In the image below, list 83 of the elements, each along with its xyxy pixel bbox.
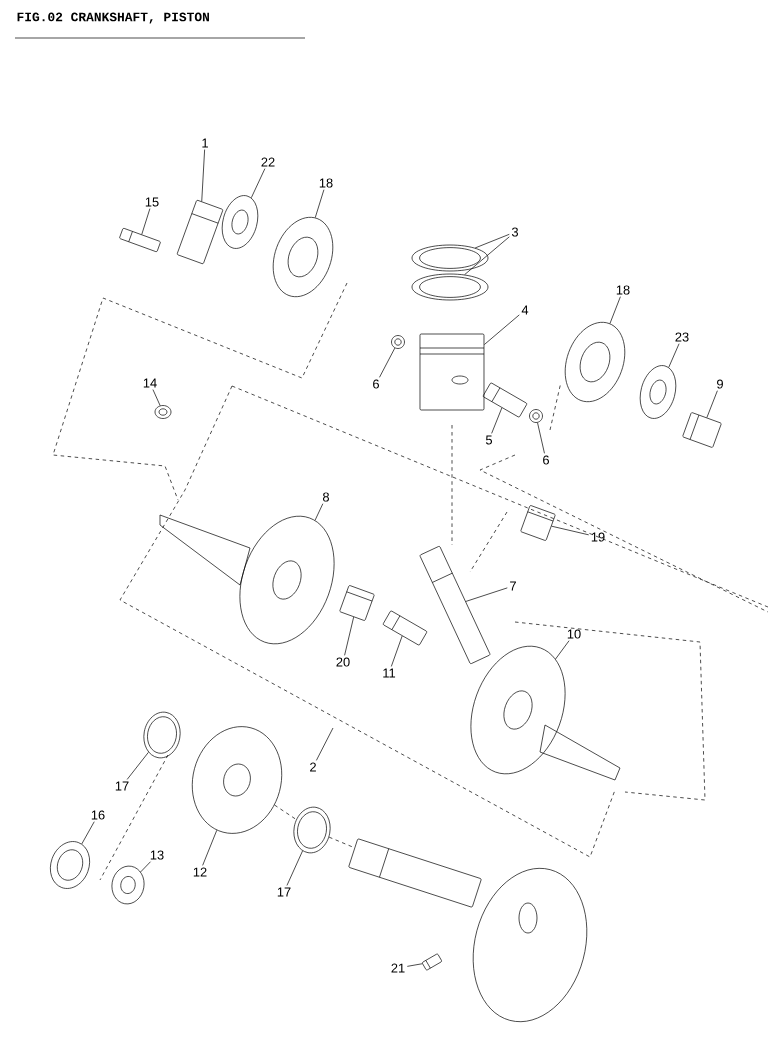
piston-ring bbox=[411, 273, 489, 301]
callout-number: 10 bbox=[567, 629, 581, 639]
leader-line bbox=[464, 236, 510, 275]
needle-bearing bbox=[339, 585, 375, 621]
rotor bbox=[191, 726, 283, 834]
washer bbox=[50, 841, 90, 889]
connecting-rod bbox=[419, 546, 491, 664]
leader-line bbox=[706, 390, 718, 418]
callout-number: 18 bbox=[319, 178, 333, 188]
oil-seal bbox=[639, 365, 677, 419]
leader-line bbox=[406, 963, 423, 967]
leader-line bbox=[379, 347, 396, 378]
pin bbox=[482, 382, 528, 418]
callout-number: 12 bbox=[193, 867, 207, 877]
bolt bbox=[119, 228, 161, 253]
callout-number: 21 bbox=[391, 963, 405, 973]
leader-line bbox=[474, 233, 510, 249]
callout-number: 11 bbox=[383, 668, 396, 678]
callout-number: 2 bbox=[310, 762, 316, 772]
callout-number: 17 bbox=[277, 887, 291, 897]
crank-half bbox=[239, 515, 335, 645]
leader-line bbox=[328, 836, 355, 849]
leader-line bbox=[484, 314, 520, 345]
leader-line bbox=[537, 422, 545, 454]
leader-line bbox=[344, 616, 354, 656]
callout-number: 9 bbox=[717, 379, 723, 389]
piston bbox=[419, 333, 485, 411]
crank-half bbox=[470, 645, 566, 775]
leader-line bbox=[286, 850, 303, 886]
leader-line bbox=[250, 168, 266, 199]
bushing bbox=[682, 412, 722, 448]
figure-title: FIG.02 CRANKSHAFT, PISTON bbox=[17, 12, 209, 24]
leader-line bbox=[152, 389, 161, 406]
callout-number: 6 bbox=[543, 455, 549, 465]
leader-line bbox=[465, 587, 508, 602]
leader-line bbox=[491, 407, 503, 434]
piston-ring bbox=[411, 244, 489, 272]
circlip bbox=[529, 409, 543, 423]
callout-number: 16 bbox=[91, 810, 105, 820]
leader-line bbox=[81, 821, 95, 845]
callout-number: 19 bbox=[591, 532, 605, 542]
callout-number: 13 bbox=[150, 850, 164, 860]
shift-fork bbox=[176, 199, 224, 265]
leader-line bbox=[314, 503, 324, 521]
callout-number: 15 bbox=[145, 197, 159, 207]
pin bbox=[382, 610, 428, 646]
callout-number: 8 bbox=[322, 492, 329, 502]
circlip bbox=[391, 335, 405, 349]
leader-line bbox=[126, 751, 149, 780]
oil-seal bbox=[221, 195, 259, 249]
callout-number: 7 bbox=[510, 581, 516, 591]
leader-line bbox=[141, 208, 151, 235]
leader-line bbox=[274, 804, 297, 820]
callout-number: 6 bbox=[373, 379, 379, 389]
crankshaft-end bbox=[348, 838, 482, 908]
callout-number: 22 bbox=[261, 157, 275, 167]
callout-number: 4 bbox=[521, 305, 529, 315]
woodruff-key bbox=[154, 405, 172, 419]
callout-number: 20 bbox=[336, 657, 350, 667]
leader-line bbox=[140, 861, 151, 873]
leader-line bbox=[555, 640, 570, 660]
ball-bearing bbox=[272, 216, 334, 298]
leader-line bbox=[202, 829, 218, 866]
callout-number: 3 bbox=[511, 227, 518, 237]
circlip bbox=[143, 711, 181, 759]
needle-bearing bbox=[520, 505, 556, 541]
leader-line bbox=[201, 149, 205, 202]
leader-line bbox=[314, 189, 325, 218]
lock-plate bbox=[111, 865, 145, 905]
callout-number: 14 bbox=[143, 378, 157, 388]
callout-number: 23 bbox=[675, 332, 689, 342]
callout-number: 18 bbox=[616, 285, 630, 295]
callout-number: 1 bbox=[202, 138, 208, 148]
callout-number: 5 bbox=[485, 435, 493, 445]
leader-line bbox=[390, 635, 403, 667]
ball-bearing bbox=[564, 321, 626, 403]
leader-line bbox=[316, 727, 334, 761]
leader-line bbox=[668, 343, 680, 368]
circlip bbox=[293, 806, 331, 854]
leader-line bbox=[609, 296, 621, 324]
callout-number: 17 bbox=[115, 781, 129, 791]
leader-line bbox=[551, 525, 590, 536]
dowel-pin bbox=[422, 953, 442, 971]
